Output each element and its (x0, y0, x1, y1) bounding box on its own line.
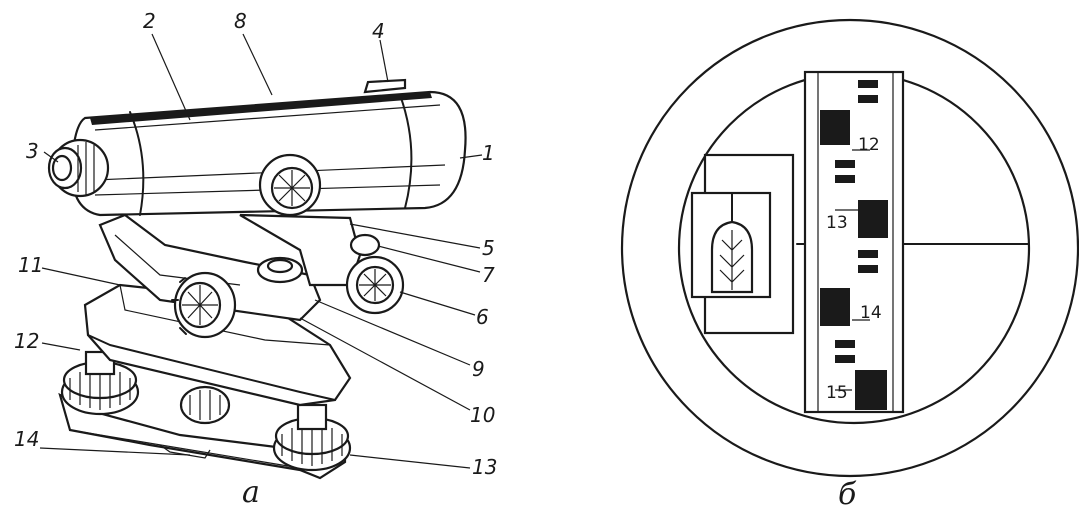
callout-leaders (39, 33, 483, 469)
bubble-window (690, 153, 795, 335)
callout-5: 5 (482, 236, 495, 260)
staff-number-13: 13 (826, 213, 848, 233)
callout-2: 2 (143, 9, 156, 33)
knob-right (345, 255, 405, 315)
circular-level (256, 256, 304, 284)
callout-12: 12 (14, 329, 39, 353)
foot-screw-rear (179, 385, 231, 425)
focusing-knob (258, 153, 322, 217)
callout-4: 4 (372, 19, 385, 43)
callout-14: 14 (14, 427, 39, 451)
foot-screw-right (272, 403, 352, 472)
knob-small (349, 233, 381, 257)
callout-9: 9 (472, 357, 485, 381)
callout-3: 3 (26, 139, 39, 163)
callout-11: 11 (18, 253, 43, 277)
callout-8: 8 (234, 9, 247, 33)
levelling-staff: 12 13 14 15 (803, 70, 905, 414)
eyepiece (47, 138, 110, 198)
staff-number-15: 15 (826, 383, 848, 403)
staff-number-14: 14 (860, 303, 882, 323)
caption-b: б (838, 477, 857, 512)
callout-6: 6 (476, 305, 489, 329)
staff-number-12: 12 (858, 135, 880, 155)
callout-7: 7 (482, 263, 495, 287)
foot-screw-left (60, 350, 140, 416)
alidade-body (98, 213, 322, 322)
callout-13: 13 (472, 455, 497, 479)
caption-a: а (242, 475, 260, 510)
slow-motion-knob-front (171, 271, 237, 339)
field-of-view: 12 13 14 15 б (620, 18, 1079, 512)
level-instrument-drawing: 1 2 3 4 5 6 7 8 9 10 11 12 13 14 а (14, 9, 497, 510)
callout-10: 10 (470, 403, 495, 427)
telescope (70, 78, 467, 217)
callout-1: 1 (482, 141, 495, 165)
